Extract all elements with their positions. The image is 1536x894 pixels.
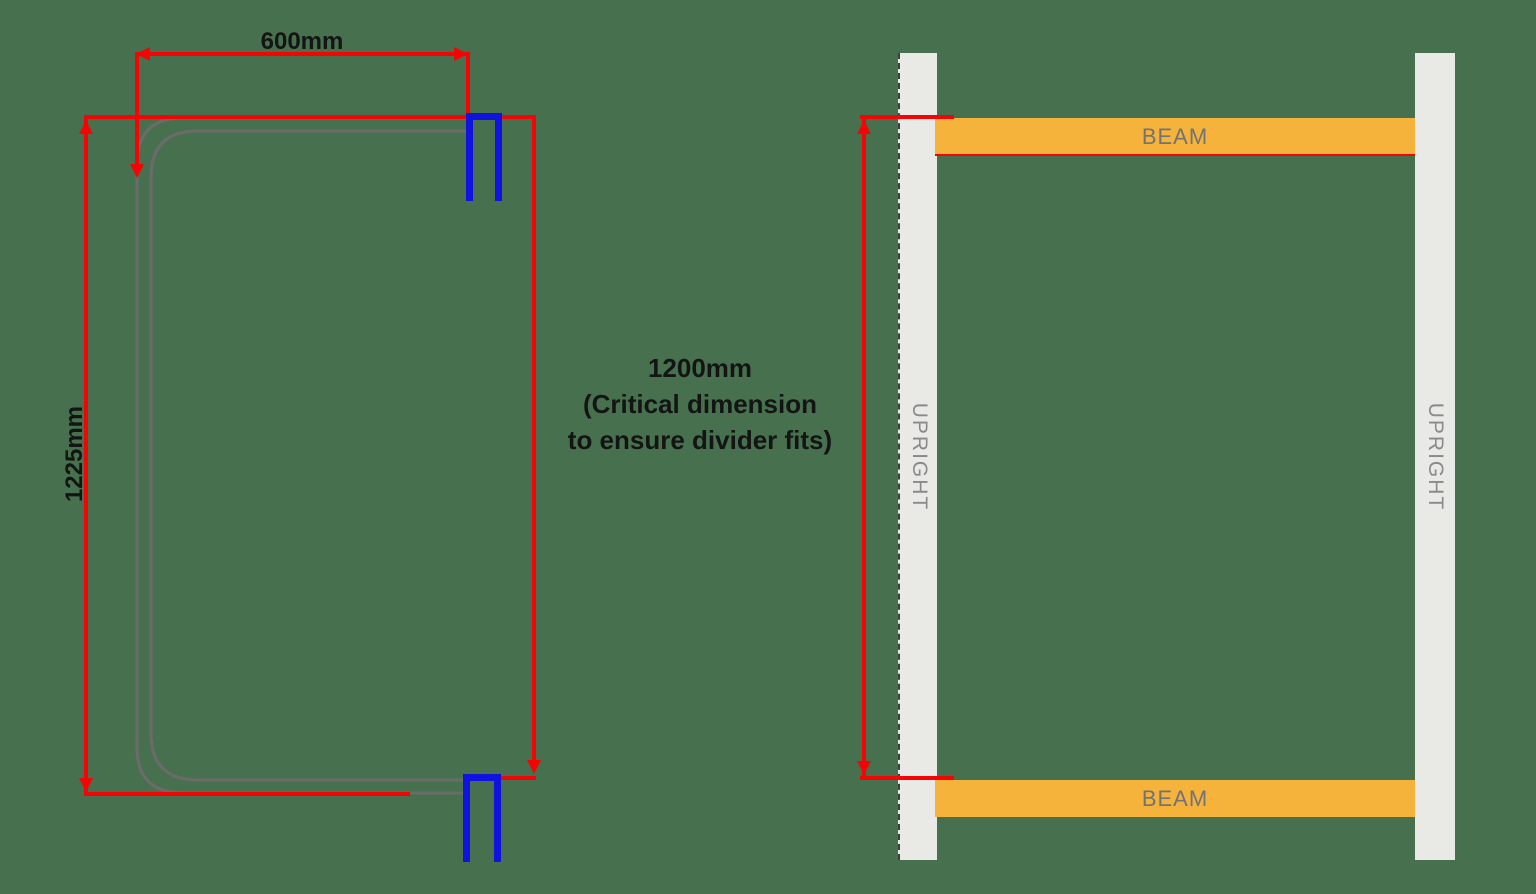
arrow-left-icon (136, 47, 150, 61)
note-line-3: to ensure divider fits) (567, 425, 833, 455)
dimension-cap-bottom-right (498, 776, 536, 780)
arrow-up-icon (857, 120, 871, 134)
rack-dimension-line (862, 115, 866, 780)
note-line-1: 1200mm (647, 353, 753, 383)
dimension-cap-top (84, 115, 536, 119)
arrow-up-icon (79, 120, 93, 134)
top-hook-right-leg (495, 113, 502, 201)
height-dimension-line (84, 115, 88, 796)
width-extension-right (466, 52, 470, 117)
upright-right: UPRIGHT (1415, 53, 1455, 860)
arrow-down-icon (527, 760, 541, 774)
height-dimension-label: 1225mm (61, 405, 88, 503)
arrow-down-icon (79, 778, 93, 792)
beam-top-label: BEAM (1141, 124, 1209, 149)
arrow-down-icon (857, 761, 871, 775)
beam-bottom: BEAM (935, 780, 1415, 817)
bottom-hook-bar (463, 774, 501, 781)
rack-dimension-top-cap (860, 115, 954, 119)
width-dimension-line (136, 52, 468, 56)
note-line-2: (Critical dimension (582, 389, 818, 419)
bottom-hook-right-leg (494, 774, 501, 862)
arrow-down-icon (130, 164, 144, 178)
upright-left-label: UPRIGHT (907, 402, 931, 511)
beam-top-underline (935, 154, 1415, 156)
upright-right-label: UPRIGHT (1424, 402, 1447, 511)
width-extension-left (135, 52, 139, 165)
top-hook-left-leg (466, 113, 473, 201)
beam-bottom-label: BEAM (1141, 786, 1209, 811)
critical-dimension-note: 1200mm (Critical dimension to ensure div… (545, 350, 855, 458)
dimension-line-right (532, 115, 536, 761)
arrow-right-icon (454, 47, 468, 61)
rack-dimension-bottom-cap (860, 776, 954, 780)
upright-left: UPRIGHT (898, 53, 937, 860)
dimension-cap-bottom-left (84, 792, 410, 796)
bottom-hook-left-leg (463, 774, 470, 862)
width-dimension-label: 600mm (260, 28, 344, 55)
top-hook-bar (466, 113, 502, 120)
beam-top: BEAM (935, 118, 1415, 156)
